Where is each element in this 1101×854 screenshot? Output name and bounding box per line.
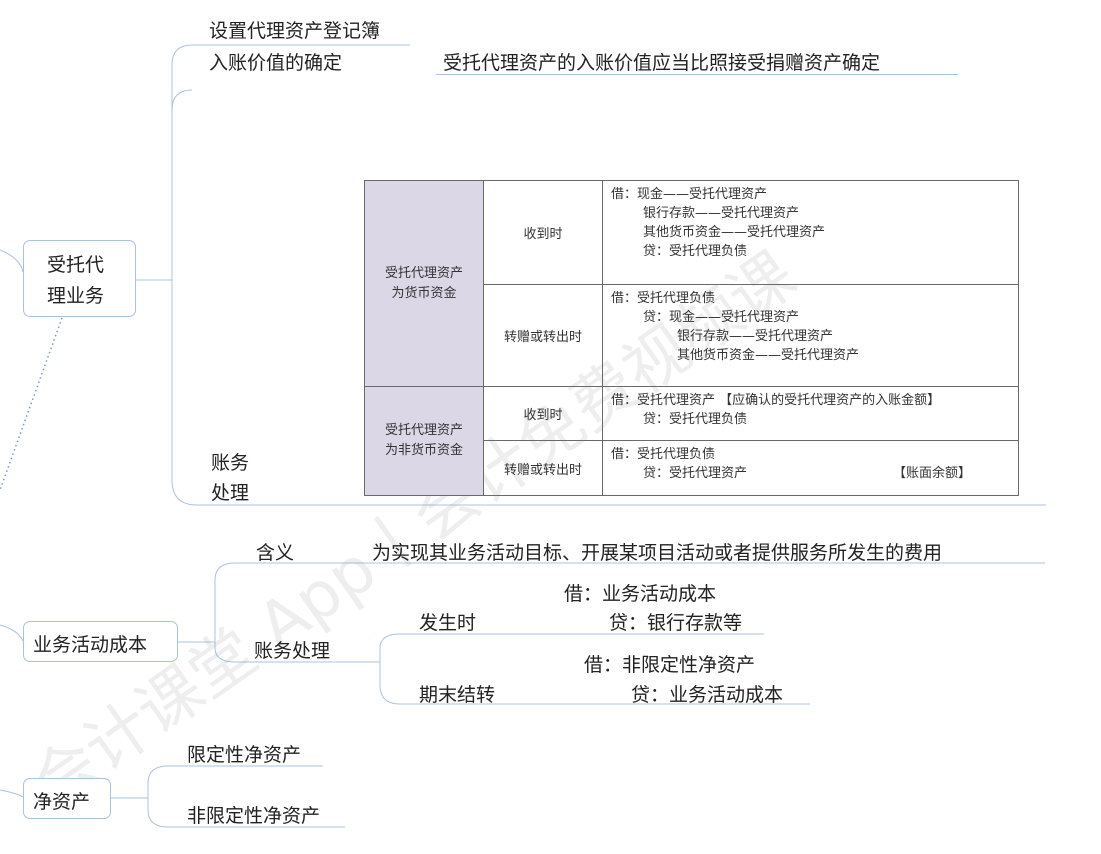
node-label-line2: 理业务 [47, 285, 105, 307]
dotted-relation-line [0, 317, 63, 491]
edge-connector [0, 789, 24, 798]
edge-connector [0, 249, 24, 273]
register-book-label: 设置代理资产登记簿 [209, 20, 381, 42]
group-monetary: 受托代理资产 为货币资金 [364, 180, 484, 387]
accounting-label-line2: 处理 [211, 482, 250, 504]
edge-connector [0, 624, 24, 642]
non-monetary-receive-entry: 借：受托代理资产 【应确认的受托代理资产的入账金额】 贷：受托代理负债 [602, 386, 1019, 441]
meaning-text: 为实现其业务活动目标、开展某项目活动或者提供服务所发生的费用 [372, 542, 943, 564]
restricted-net-assets: 限定性净资产 [187, 744, 302, 766]
node-label: 业务活动成本 [33, 634, 148, 656]
occur-debit: 借：业务活动成本 [564, 583, 717, 605]
period-end-label: 期末结转 [419, 684, 496, 706]
occur-credit: 贷：银行存款等 [609, 612, 743, 634]
cost-accounting-label: 账务处理 [254, 640, 331, 662]
node-entrusted-agency-business[interactable]: 受托代 理业务 [23, 240, 136, 317]
accounting-table: 受托代理资产 为货币资金 收到时 借：现金——受托代理资产 银行存款——受托代理… [364, 180, 1019, 496]
non-monetary-receive-label: 收到时 [483, 386, 603, 441]
entry-value-text: 受托代理资产的入账价值应当比照接受捐赠资产确定 [443, 52, 881, 74]
node-label: 净资产 [33, 791, 91, 813]
book-balance-note: 【账面余额】 [893, 466, 972, 481]
period-end-credit: 贷：业务活动成本 [631, 684, 784, 706]
value-text-underline [436, 74, 958, 75]
occur-label: 发生时 [419, 612, 477, 634]
monetary-transfer-label: 转赠或转出时 [483, 284, 603, 387]
unrestricted-net-assets: 非限定性净资产 [187, 805, 321, 827]
accounting-label-line1: 账务 [211, 452, 250, 474]
group-non-monetary: 受托代理资产 为非货币资金 [364, 386, 484, 496]
node-label-line1: 受托代 [47, 254, 105, 276]
meaning-label: 含义 [256, 542, 295, 564]
non-monetary-transfer-entry: 借：受托代理负债 贷：受托代理资产 【账面余额】 [602, 440, 1019, 496]
non-monetary-transfer-label: 转赠或转出时 [483, 440, 603, 496]
node-business-activity-cost[interactable]: 业务活动成本 [23, 621, 178, 662]
monetary-receive-entry: 借：现金——受托代理资产 银行存款——受托代理资产 其他货币资金——受托代理资产… [602, 180, 1019, 285]
entry-value-label: 入账价值的确定 [209, 52, 343, 74]
period-end-debit: 借：非限定性净资产 [584, 654, 756, 676]
monetary-receive-label: 收到时 [483, 180, 603, 285]
monetary-transfer-entry: 借：受托代理负债 贷：现金——受托代理资产 银行存款——受托代理资产 其他货币资… [602, 284, 1019, 387]
node-net-assets[interactable]: 净资产 [23, 778, 111, 819]
